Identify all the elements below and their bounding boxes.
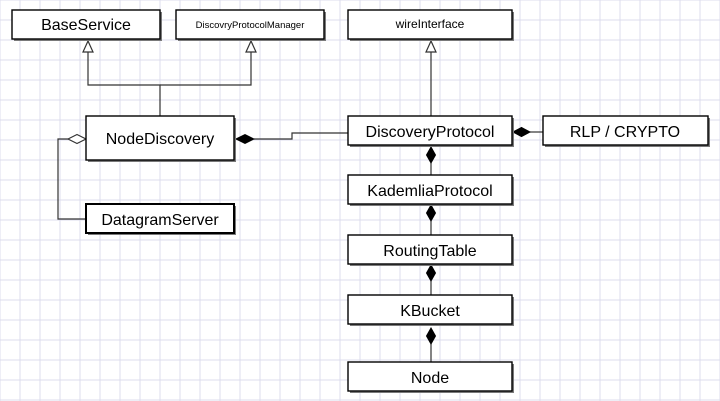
edge-nodediscovery-datagramserver (57, 138, 86, 220)
class-label-rlp-crypto: RLP / CRYPTO (570, 124, 680, 141)
class-node: Node (347, 361, 514, 393)
edge-nodediscovery-baseservice (87, 52, 161, 116)
class-wire-interface: wireInterface (347, 9, 514, 41)
class-label-wire-interface: wireInterface (395, 17, 465, 31)
class-datagram-server: DatagramServer (85, 203, 236, 235)
class-kademlia-protocol: KademliaProtocol (347, 174, 514, 206)
class-label-base-service: BaseService (41, 17, 131, 34)
class-label-discovery-protocol-manager: DiscovryProtocolManager (196, 20, 305, 31)
class-label-node: Node (411, 370, 449, 387)
class-base-service: BaseService (11, 9, 162, 41)
realization-arrow-protocolmanager (245, 39, 257, 53)
class-label-routing-table: RoutingTable (383, 243, 477, 260)
class-label-kbucket: KBucket (400, 303, 460, 320)
composition-diamond-kbucket (425, 263, 437, 283)
class-routing-table: RoutingTable (347, 234, 514, 266)
edge-nodediscovery-protocolmanager (160, 52, 252, 86)
aggregation-diamond-datagramserver (66, 133, 88, 145)
realization-arrow-wireinterface (425, 39, 437, 53)
class-kbucket: KBucket (347, 294, 514, 326)
class-label-datagram-server: DatagramServer (101, 212, 219, 229)
generalization-arrow-baseservice (82, 39, 94, 53)
class-discovery-protocol: DiscoveryProtocol (347, 115, 514, 147)
composition-diamond-node (425, 326, 437, 346)
class-node-discovery: NodeDiscovery (85, 115, 236, 162)
composition-diamond-routingtable (425, 203, 437, 223)
class-label-node-discovery: NodeDiscovery (106, 131, 214, 148)
class-discovery-protocol-manager: DiscovryProtocolManager (175, 9, 326, 41)
composition-diamond-kademlia (425, 145, 437, 165)
class-label-discovery-protocol: DiscoveryProtocol (366, 124, 495, 141)
edge-nodediscovery-discoveryprotocol (254, 132, 348, 140)
composition-diamond-rlp (511, 126, 532, 138)
class-label-kademlia-protocol: KademliaProtocol (367, 183, 492, 200)
composition-diamond-nodediscovery (234, 133, 256, 145)
class-rlp-crypto: RLP / CRYPTO (542, 115, 710, 147)
